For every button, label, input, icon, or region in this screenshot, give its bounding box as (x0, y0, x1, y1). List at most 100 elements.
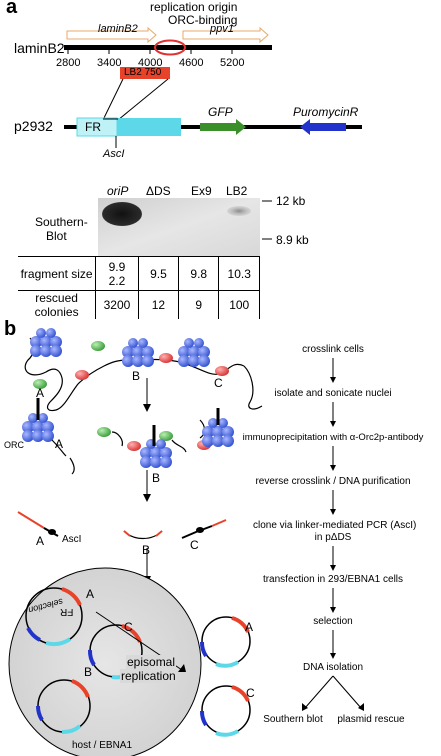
fragment-size-lb2: 10.3 (218, 256, 260, 291)
origin-ellipse (154, 39, 186, 56)
fragment-size-orip: 9.9 2.2 (95, 256, 139, 291)
step-isolate: isolate and sonicate nuclei (274, 388, 392, 399)
nucleosome-cluster-orc-a (22, 413, 54, 442)
origin-label-line2: ORC-binding (168, 13, 238, 27)
label-b-mid: B (152, 471, 161, 485)
puromycin-arrow (300, 119, 346, 135)
col-lb2: LB2 (226, 184, 248, 198)
red-protein-2 (159, 353, 173, 363)
col-ex9: Ex9 (191, 184, 212, 198)
label-cell-b: B (84, 665, 93, 679)
colonies-lb2: 100 (218, 290, 260, 319)
step-clone: clone via linker-mediated PCR (AscI) (253, 520, 417, 531)
nucleosome-cluster-b2 (140, 439, 172, 468)
red-protein-3 (215, 366, 229, 376)
label-orc: ORC (4, 440, 24, 450)
rescued-plasmid-c (200, 685, 251, 737)
label-b-top: B (132, 369, 141, 383)
coord-4600: 4600 (179, 57, 204, 69)
colonies-dds: 12 (137, 290, 180, 319)
label-c-top: C (214, 376, 223, 390)
fragment-size-orip-1: 9.9 (108, 259, 126, 274)
asci-label: AscI (103, 148, 125, 160)
fragment-size-dds: 9.5 (137, 256, 180, 291)
lb2-band (227, 206, 251, 216)
panel-a-maps (64, 26, 362, 148)
coordinate-ticks (67, 50, 233, 54)
rescued-plasmid-a (200, 616, 251, 668)
label-asci: AscI (62, 534, 82, 545)
step-crosslink: crosslink cells (302, 344, 364, 355)
nucleosome-cluster-c (178, 338, 210, 367)
label-cell-c: C (124, 620, 133, 634)
fragment-size-ex9: 9.8 (178, 256, 220, 291)
dna-fragment-c (181, 525, 213, 539)
col-delta-ds: ΔDS (146, 184, 171, 198)
orip-band (102, 202, 142, 226)
colonies-ex9: 9 (178, 290, 220, 319)
nucleosome-cluster-a (30, 328, 62, 357)
coord-5200: 5200 (220, 57, 245, 69)
nucleosome-cluster-c2 (202, 418, 234, 447)
cyan-region (117, 118, 181, 136)
panel-b-letter: b (4, 318, 17, 340)
coord-4000: 4000 (138, 57, 163, 69)
marker-12kb: 12 kb (276, 194, 306, 208)
coord-2800: 2800 (56, 57, 81, 69)
step-immunoprecipitation: immunoprecipitation with α-Orc2p-antibod… (242, 432, 424, 443)
step-reverse-crosslink: reverse crosslink / DNA purification (255, 476, 411, 487)
coord-3400: 3400 (97, 57, 122, 69)
step-dna-isolation: DNA isolation (302, 662, 364, 673)
nucleosome-cluster-b (122, 338, 154, 367)
fr-label: FR (85, 120, 101, 134)
fragment-size-header: fragment size (18, 256, 97, 291)
southern-label-1: Southern- (35, 215, 88, 229)
label-episomal: episomal (126, 655, 177, 669)
gene-laminB2-label: laminB2 (98, 23, 138, 35)
label-cell-a: A (86, 587, 95, 601)
lb2-fragment-bar (120, 67, 170, 79)
colonies-header: rescued colonies (18, 290, 97, 319)
gene-ppv1-label: ppv1 (210, 23, 234, 35)
host-cell (8, 567, 202, 756)
step-southern-blot: Southern blot (263, 714, 323, 725)
marker-8-9kb: 8.9 kb (276, 233, 309, 247)
step-transfection: transfection in 293/EBNA1 cells (262, 574, 404, 585)
label-rescued-c: C (246, 686, 255, 700)
label-rescued-a: A (245, 620, 254, 634)
dna-fragment-a (17, 511, 45, 529)
label-host: host / EBNA1 (72, 740, 133, 751)
southern-label-2: Blot (46, 229, 67, 243)
puromycin-label: PuromycinR (293, 105, 359, 119)
locus-label: laminB2 (14, 40, 65, 56)
label-a-frag: A (36, 534, 45, 548)
step-clone-vector: in pΔDS (314, 532, 352, 543)
table-row-colonies: rescued colonies 3200 12 9 100 (18, 290, 260, 319)
blot-results-table: fragment size 9.9 2.2 9.5 9.8 10.3 rescu… (18, 256, 260, 319)
flowchart-arrows (304, 358, 362, 709)
origin-label-line1: replication origin (150, 0, 238, 14)
lb2-fragment-label: LB2 750 (124, 67, 162, 78)
green-protein-1 (91, 341, 105, 351)
flowchart-arrowheads (302, 377, 364, 711)
label-b-frag: B (142, 543, 151, 557)
green-protein-3 (97, 427, 111, 437)
ppv1-gene-arrow (182, 26, 269, 44)
cell-plasmid-a (25, 587, 83, 647)
green-protein-4 (159, 431, 173, 441)
cell-plasmid-b (35, 679, 91, 735)
panel-b-schematic (8, 328, 364, 756)
laminB2-gene-arrow (66, 26, 157, 44)
red-protein-4 (127, 441, 141, 451)
label-replication: replication (120, 669, 177, 683)
gfp-arrow (200, 119, 246, 135)
label-a-top: A (36, 386, 45, 400)
plasmid-label: p2932 (14, 118, 53, 134)
panel-a-letter: a (6, 0, 18, 18)
gfp-label: GFP (208, 105, 233, 119)
colonies-orip: 3200 (95, 290, 139, 319)
label-fr-rotated: FR (60, 606, 74, 617)
red-protein-1 (75, 370, 89, 380)
southern-blot-image (98, 198, 272, 256)
label-a-mid: A (55, 437, 64, 451)
